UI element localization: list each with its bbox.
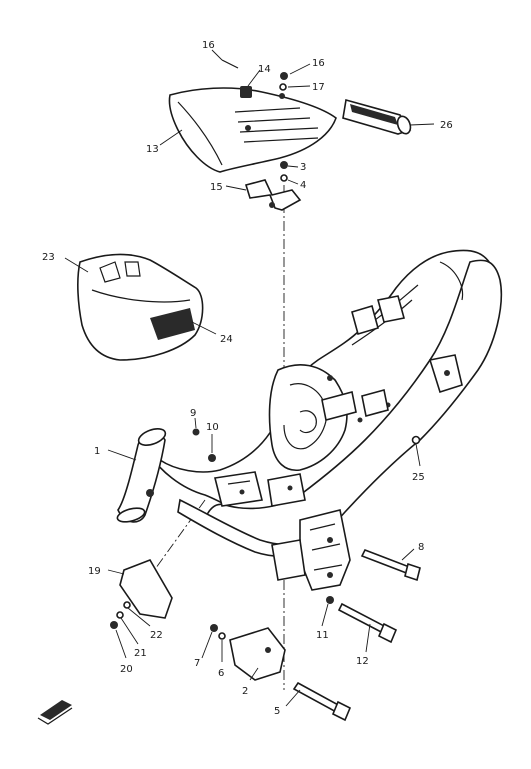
callout-15: 15 [210,182,223,193]
callout-17: 17 [312,82,325,93]
callout-16-right: 16 [312,58,325,69]
callout-20: 20 [120,664,133,675]
part-20-nut [110,621,118,629]
part-7-nut [210,624,218,632]
callout-24: 24 [220,334,233,345]
callout-9: 9 [190,408,196,419]
part-23-washer [411,435,421,445]
part-24-shield [77,253,204,361]
callout-2: 2 [242,686,248,697]
callout-8: 8 [418,542,424,553]
callout-4: 4 [300,180,306,191]
callout-6: 6 [218,668,224,679]
part-9-bolt [192,428,200,436]
callout-13: 13 [146,144,159,155]
callout-25: 25 [412,472,425,483]
part-22-washer [123,601,131,609]
callout-14: 14 [258,64,271,75]
leader-lines [64,49,435,707]
part-14-cap [240,86,252,98]
part-4-washer [280,174,288,182]
part-21-washer [116,611,124,619]
callout-3: 3 [300,162,306,173]
callout-5: 5 [274,706,280,717]
part-16-nut-right [280,72,288,80]
main-frame [116,249,503,591]
part-2-bracket [229,627,286,681]
callout-19: 19 [88,566,101,577]
callout-26: 26 [440,120,453,131]
part-12-bolt [337,602,398,644]
part-15-bracket [244,179,302,211]
callout-16-left: 16 [202,40,215,51]
callout-12: 12 [356,656,369,667]
callout-1: 1 [94,446,100,457]
callout-labels: 1 2 3 4 5 6 7 8 9 10 11 12 13 14 15 16 1… [42,40,453,717]
part-16-screw-left [221,59,239,69]
part-19-plate [119,559,173,619]
part-11-nut [326,596,334,604]
callout-23: 23 [42,252,55,263]
callout-21: 21 [134,648,147,659]
seat-cover [168,87,337,173]
part-26-grip [342,98,412,135]
part-10-nut [208,454,216,462]
part-17-washer [279,83,287,91]
callout-11: 11 [316,630,329,641]
part-8-bolt [360,548,421,582]
part-3-bolt [280,161,288,169]
callout-10: 10 [206,422,219,433]
manufacturer-emblem [37,700,73,725]
part-5-bolt [292,681,352,722]
part-6-washer [218,632,226,640]
callout-22: 22 [150,630,163,641]
callout-7: 7 [194,658,200,669]
